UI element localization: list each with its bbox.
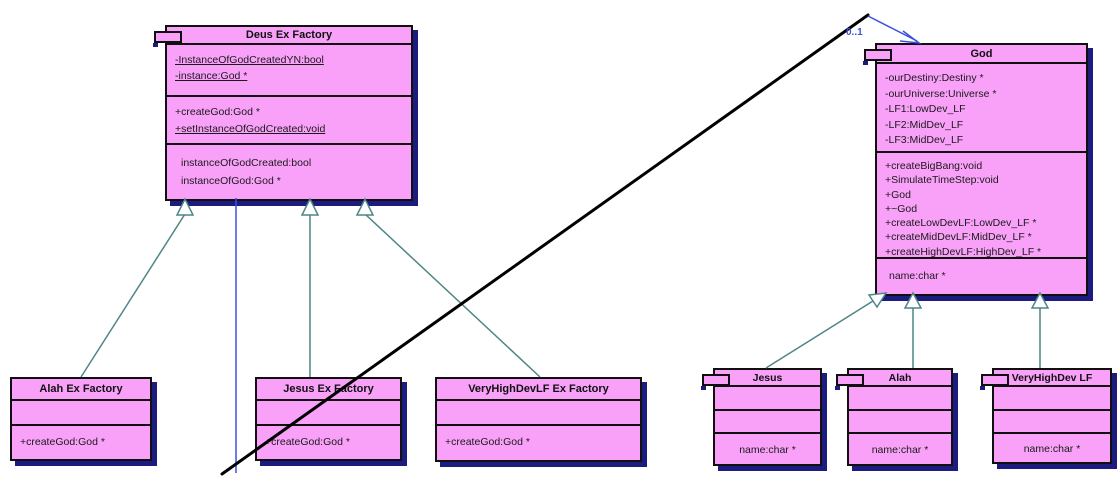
class-member: +createBigBang:void — [885, 160, 983, 172]
class-name: VeryHighDev LF — [994, 370, 1110, 387]
class-member: +createGod:God * — [265, 436, 350, 448]
class-member: -ourUniverse:Universe * — [885, 87, 997, 100]
class-name: God — [877, 45, 1086, 64]
class-member: +createGod:God * — [445, 436, 530, 448]
class-section-attributes: -InstanceOfGodCreatedYN:bool -instance:Go… — [167, 45, 411, 95]
class-member: +~God — [885, 202, 918, 215]
class-veryhighdev_lf: VeryHighDev LF name:char * — [980, 368, 1112, 464]
generalization-arrowhead-icon — [355, 197, 375, 216]
class-name: Alah — [849, 370, 951, 387]
class-member: name:char * — [1023, 443, 1081, 455]
class-member: name:char * — [739, 444, 796, 456]
class-member: -LF1:LowDev_LF — [885, 103, 966, 115]
class-member: -InstanceOfGodCreatedYN:bool — [175, 54, 324, 66]
class-alah_ex_factory: Alah Ex Factory +createGod:God * — [10, 377, 152, 461]
class-section-methods: +createGod:God * — [257, 424, 400, 459]
class-member: name:char * — [889, 270, 946, 282]
class-jesus: Jesus name:char * — [701, 368, 822, 466]
class-veryhighdevlf_ex_factory: VeryHighDevLF Ex Factory +createGod:God * — [435, 377, 642, 462]
class-member: name:char * — [871, 444, 929, 456]
class-member: instanceOfGod:God * — [181, 175, 281, 187]
class-member: +createLowDevLF:LowDev_LF * — [885, 217, 1037, 230]
component-icon — [153, 31, 182, 47]
class-section-attributes — [257, 401, 400, 424]
generalization-arrowhead-icon — [175, 197, 195, 216]
class-section-properties: name:char * — [994, 432, 1110, 462]
class-section-methods — [994, 409, 1110, 432]
class-member: +setInstanceOfGodCreated:void — [175, 123, 326, 135]
class-name: VeryHighDevLF Ex Factory — [437, 379, 640, 401]
class-member: +createGod:God * — [175, 106, 260, 118]
class-member: instanceOfGodCreated:bool — [181, 157, 312, 169]
class-name: Jesus — [715, 370, 820, 387]
class-member: +createHighDevLF:HighDev_LF * — [885, 245, 1042, 257]
generalization-line-vhdex-deus — [364, 213, 541, 378]
class-section-attributes: -ourDestiny:Destiny * -ourUniverse:Univer… — [877, 64, 1086, 151]
class-member: -LF2:MidDev_LF — [885, 118, 964, 131]
generalization-line-alahex-deus — [80, 213, 186, 378]
class-section-properties: name:char * — [715, 432, 820, 464]
class-god: God -ourDestiny:Destiny * -ourUniverse:Uni… — [863, 43, 1088, 296]
class-section-properties: name:char * — [877, 257, 1086, 294]
class-jesus_ex_factory: Jesus Ex Factory +createGod:God * — [255, 377, 402, 461]
class-member: -ourDestiny:Destiny * — [885, 72, 984, 84]
association-multiplicity: 0..1 — [846, 27, 863, 38]
class-section-methods — [849, 409, 951, 432]
class-section-methods: +createGod:God * — [12, 424, 150, 459]
class-member: +SimulateTimeStep:void — [885, 174, 999, 187]
class-section-attributes — [12, 401, 150, 424]
class-section-attributes — [715, 387, 820, 409]
class-name: Jesus Ex Factory — [257, 379, 400, 401]
class-name: Alah Ex Factory — [12, 379, 150, 401]
class-section-methods: +createBigBang:void +SimulateTimeStep:voi… — [877, 151, 1086, 257]
class-section-properties: name:char * — [849, 432, 951, 464]
component-icon — [835, 374, 864, 390]
class-section-attributes — [437, 401, 640, 424]
generalization-arrowhead-icon — [300, 197, 320, 216]
class-section-properties: instanceOfGodCreated:bool instanceOfGod:G… — [167, 143, 411, 199]
class-member: -LF3:MidDev_LF — [885, 134, 964, 146]
component-icon — [980, 374, 1009, 390]
class-name: Deus Ex Factory — [167, 27, 411, 45]
generalization-line-jesus-god — [765, 300, 874, 369]
class-section-methods: +createGod:God * +setInstanceOfGodCreated… — [167, 95, 411, 143]
class-section-attributes — [849, 387, 951, 409]
class-member: +createGod:God * — [20, 436, 105, 448]
class-section-attributes — [994, 387, 1110, 409]
class-section-methods — [715, 409, 820, 432]
association-line-into-god — [867, 15, 918, 42]
class-section-methods: +createGod:God * — [437, 424, 640, 460]
class-member: +createMidDevLF:MidDev_LF * — [885, 231, 1032, 244]
class-alah: Alah name:char * — [835, 368, 953, 466]
association-open-arrowhead-icon — [899, 30, 922, 45]
class-member: -instance:God * — [175, 70, 248, 82]
component-icon — [863, 49, 892, 65]
class-member: +God — [885, 188, 911, 201]
class-deus_ex_factory: Deus Ex Factory-InstanceOfGodCreatedYN:b… — [153, 25, 413, 201]
component-icon — [701, 374, 730, 390]
